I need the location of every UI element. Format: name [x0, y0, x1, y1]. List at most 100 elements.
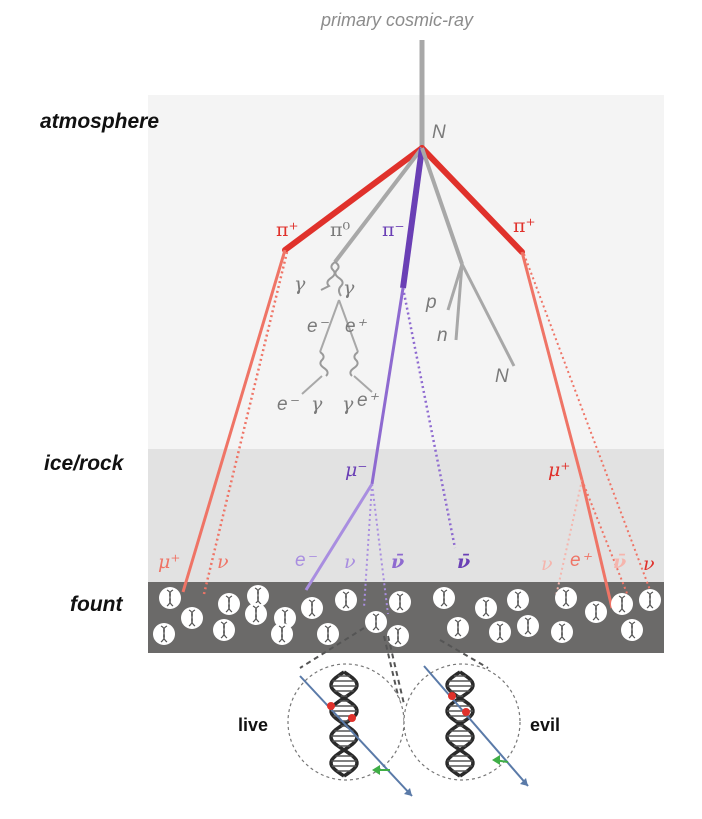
mu-plus-left-track: [181, 249, 287, 593]
nu-mid-track: [363, 483, 373, 609]
live-label: live: [238, 715, 268, 735]
zoom-line-4: [439, 639, 489, 669]
gamma-wiggle-1: [320, 261, 336, 291]
trajectory-live: [299, 675, 413, 797]
p-label: p: [425, 292, 437, 313]
fount-cell: [551, 621, 573, 643]
fount-cell: [271, 623, 293, 645]
fount-cell: [245, 603, 267, 625]
nubar-center-track: [401, 287, 457, 549]
nubar-right-label: ν̄: [613, 551, 626, 573]
pi-zero-label: π⁰: [330, 219, 350, 241]
atmosphere-label: atmosphere: [40, 110, 159, 133]
p-track: [446, 263, 464, 311]
gamma-wiggle-4: [349, 351, 359, 377]
zoom-line-2: [383, 635, 401, 705]
damage-point-evil-1: [448, 692, 456, 700]
nucleon-track: [420, 147, 464, 265]
gamma-wiggle-2: [334, 261, 344, 297]
evil-label: evil: [530, 715, 560, 735]
nu-right-label: ν: [541, 553, 553, 575]
pi-plus-left-track: [282, 145, 425, 253]
e-plus-label-1: e⁺: [345, 316, 368, 337]
fount-cell: [447, 617, 469, 639]
pi-plus-left-label: π⁺: [276, 219, 299, 241]
e-minus-track-1: [319, 299, 340, 353]
e-minus-track-2: [301, 375, 323, 395]
fount-cell: [335, 589, 357, 611]
fount-cell: [181, 607, 203, 629]
pi-minus-label: π⁻: [382, 219, 405, 241]
trajectory-evil-arrow: [520, 778, 528, 786]
ice-rock-label: ice/rock: [44, 452, 125, 475]
gamma-wiggle-3: [319, 351, 329, 377]
fount-cell: [301, 597, 323, 619]
e-minus-bottom-track: [304, 483, 374, 591]
fount-cell: [639, 589, 661, 611]
secondary-evil-arrow: [492, 755, 500, 765]
pi-plus-right-track: [419, 145, 525, 255]
fount-cells: [153, 585, 661, 647]
mu-minus-label: μ⁻: [345, 459, 367, 481]
zoom-line-3: [387, 635, 405, 705]
pi-minus-track: [400, 147, 425, 289]
e-plus-label-2: e⁺: [357, 390, 380, 411]
fount-cell: [433, 587, 455, 609]
fount-label: fount: [70, 593, 123, 616]
gamma-label-4: γ: [342, 393, 354, 415]
nubar-center-label: ν̄: [457, 551, 470, 573]
fount-cell: [218, 593, 240, 615]
nubar-mid-track: [371, 483, 389, 615]
zoom-circle-evil: [403, 663, 521, 781]
fount-cell: [213, 619, 235, 641]
fount-cell: [585, 601, 607, 623]
primary-N-label: N: [432, 122, 446, 143]
fount-cell: [153, 623, 175, 645]
zoom-line-1: [299, 627, 365, 669]
trajectory-evil: [423, 665, 529, 787]
fount-cell: [555, 587, 577, 609]
fount-cell: [475, 597, 497, 619]
n-track: [454, 263, 464, 341]
n-label: n: [437, 325, 448, 346]
fount-cell: [517, 615, 539, 637]
nu-left-label: ν: [217, 551, 229, 573]
nu-left-track: [202, 251, 289, 595]
damage-point-live-2: [348, 714, 356, 722]
nu-far-right-label: ν: [643, 553, 655, 575]
damage-point-live-1: [327, 702, 335, 710]
e-plus-right-track: [580, 479, 614, 609]
trajectory-live-arrow: [404, 788, 412, 796]
mu-plus-left-label: μ⁺: [158, 551, 180, 573]
fount-cell: [621, 619, 643, 641]
e-plus-track-1: [338, 299, 359, 353]
pi-zero-track: [333, 146, 424, 264]
gamma-label-2: γ: [343, 277, 355, 299]
fount-cell: [159, 587, 181, 609]
fount-cell: [489, 621, 511, 643]
fount-cell: [317, 623, 339, 645]
gamma-label-3: γ: [311, 393, 323, 415]
mu-plus-right-track: [520, 251, 584, 481]
fount-cell: [611, 593, 633, 615]
e-minus-label-2: e⁻: [277, 394, 300, 415]
fount-cell: [247, 585, 269, 607]
e-plus-right-label: e⁺: [570, 550, 593, 571]
fount-cell: [507, 589, 529, 611]
nu-mid-label: ν: [344, 551, 356, 573]
pi-plus-right-label: π⁺: [513, 215, 536, 237]
gamma-label-1: γ: [294, 273, 306, 295]
e-minus-label-1: e⁻: [307, 316, 330, 337]
fount-cell: [389, 591, 411, 613]
mu-minus-track: [370, 287, 405, 485]
N-secondary-label: N: [495, 366, 509, 387]
mu-plus-right-label: μ⁺: [548, 459, 570, 481]
fount-cell: [387, 625, 409, 647]
e-minus-bottom-label: e⁻: [295, 550, 318, 571]
fount-cell: [365, 611, 387, 633]
N-secondary-track: [460, 263, 516, 367]
primary-cosmic-ray-label: primary cosmic-ray: [320, 10, 474, 30]
nubar-mid-label: ν̄: [391, 551, 404, 573]
